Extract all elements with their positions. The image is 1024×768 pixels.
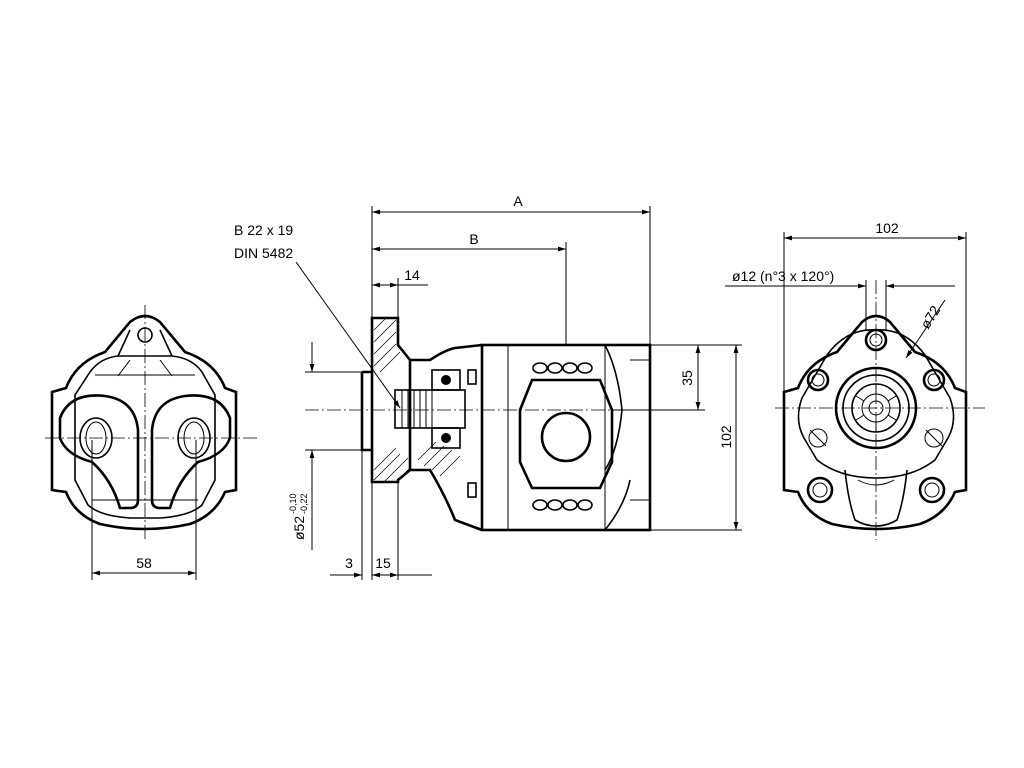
spline-label-line2: DIN 5482 [234, 245, 293, 261]
dim-15-label: 15 [375, 555, 391, 571]
dim-b-label: B [469, 231, 478, 247]
dim-35-label: 35 [679, 370, 695, 386]
side-view: A B 14 B 22 x 19 DIN 5482 ø52 -0,10 -0,2… [234, 193, 742, 580]
dim-52-tol-lower: -0,22 [299, 493, 309, 514]
dim-58-label: 58 [136, 555, 152, 571]
dim-102-side-label: 102 [718, 425, 734, 449]
dim-52-tol-upper: -0,10 [288, 493, 298, 514]
dim-14-label: 14 [404, 267, 420, 283]
dim-52-label: ø52 [291, 516, 307, 540]
bolt-holes-label: ø12 (n°3 x 120°) [732, 268, 834, 284]
end-view: 102 ø12 (n°3 x 120°) ø72 [725, 220, 985, 540]
dim-3-label: 3 [345, 555, 353, 571]
bolt-circle-label: ø72 [917, 302, 943, 331]
spline-label-line1: B 22 x 19 [234, 222, 293, 238]
dim-a-label: A [513, 193, 523, 209]
dim-102-top-label: 102 [875, 220, 899, 236]
front-view: 58 [45, 305, 258, 580]
